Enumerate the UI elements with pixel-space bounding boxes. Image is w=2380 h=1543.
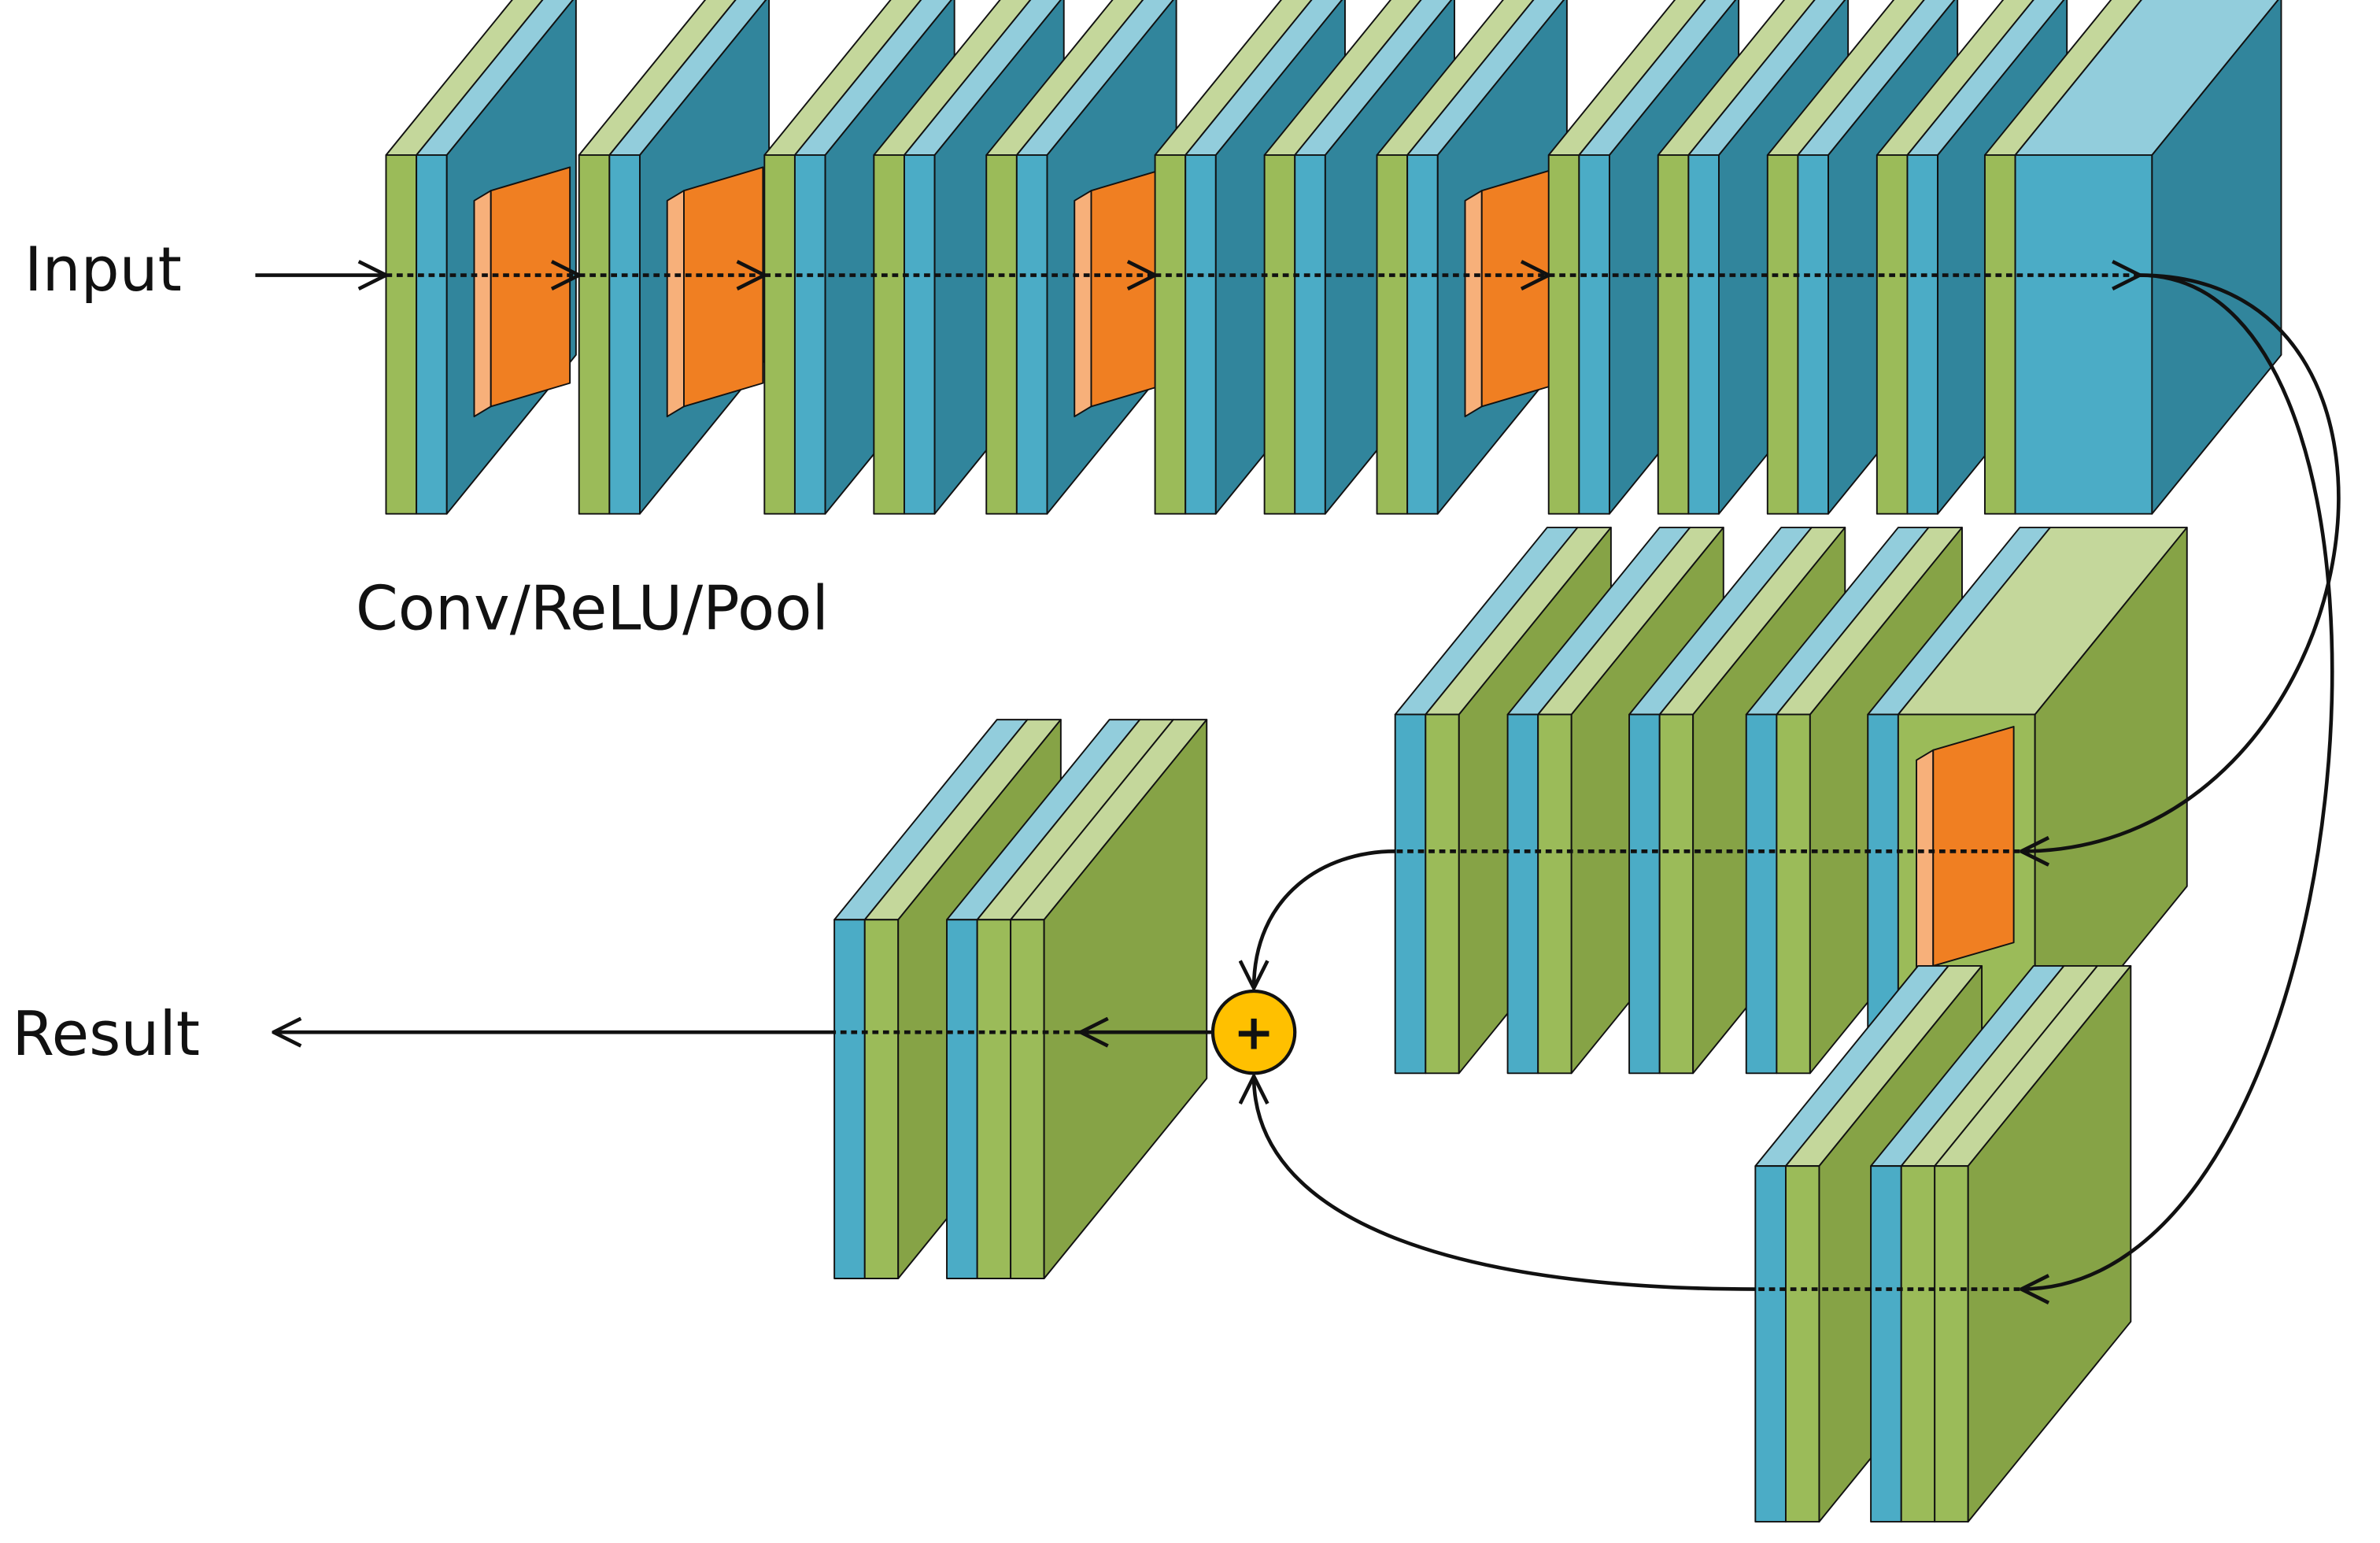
slab-front xyxy=(1785,1165,1820,1523)
sum-node: + xyxy=(1210,989,1297,1075)
slab-front xyxy=(863,919,900,1279)
skip-to-sum xyxy=(1254,1076,1756,1291)
slab-front xyxy=(416,154,448,515)
slab-front xyxy=(1776,713,1811,1075)
layer-blocks xyxy=(385,0,2282,1523)
encoder-block xyxy=(985,0,1177,515)
slab-front xyxy=(1010,919,1045,1279)
pool-edge xyxy=(1074,190,1092,418)
slab-front xyxy=(1870,1165,1902,1523)
slab-front xyxy=(946,919,978,1279)
result-label: Result xyxy=(12,999,200,1070)
slab-front xyxy=(1537,713,1572,1075)
slab-front xyxy=(578,154,611,515)
connectors xyxy=(255,273,2341,1291)
slab-front xyxy=(1294,154,1326,515)
input-label: Input xyxy=(24,235,182,305)
block-side xyxy=(2151,0,2282,515)
slab-front xyxy=(1745,713,1778,1075)
curve-to-skip xyxy=(2021,273,2334,1290)
pool-edge xyxy=(1916,749,1935,977)
slab-front xyxy=(1154,154,1187,515)
encoder-block xyxy=(578,0,771,515)
slab-front xyxy=(1797,154,1830,515)
decoder-block xyxy=(1867,527,2188,1075)
slab-front xyxy=(985,154,1018,515)
pool-face xyxy=(1932,726,2015,967)
encoder-block xyxy=(1983,0,2282,515)
output-block xyxy=(946,719,1208,1279)
pool-edge xyxy=(1464,190,1483,418)
slab-front xyxy=(1376,154,1409,515)
slab-front xyxy=(1628,713,1661,1075)
slab-front xyxy=(1578,154,1610,515)
slab-front xyxy=(1754,1165,1787,1523)
slab-front xyxy=(1506,713,1539,1075)
slab-front xyxy=(1766,154,1799,515)
decoder-to-sum xyxy=(1254,849,1395,988)
layer-caption: Conv/ReLU/Pool xyxy=(356,573,829,644)
slab-front xyxy=(763,154,796,515)
pool-face xyxy=(683,166,764,408)
slab-front xyxy=(1934,1165,1969,1523)
pool-face xyxy=(490,166,571,408)
slab-front xyxy=(793,154,826,515)
slab-front xyxy=(873,154,905,515)
block-side xyxy=(1967,964,2132,1523)
slab-front xyxy=(1394,713,1427,1075)
block-side xyxy=(1043,719,1208,1279)
slab-front xyxy=(608,154,641,515)
block-side xyxy=(2034,527,2188,1075)
slab-front xyxy=(1876,154,1909,515)
sum-symbol: + xyxy=(1233,1004,1274,1060)
pool-edge xyxy=(473,190,492,418)
slab-front xyxy=(2014,154,2153,515)
slab-front xyxy=(1906,154,1939,515)
slab-front xyxy=(1658,713,1694,1075)
pool-edge xyxy=(666,190,685,418)
curve-to-decoder xyxy=(2021,273,2341,852)
slab-front xyxy=(1425,713,1460,1075)
encoder-block xyxy=(1376,0,1568,515)
slab-front xyxy=(976,919,1012,1279)
slab-front xyxy=(1547,154,1580,515)
slab-front xyxy=(1184,154,1217,515)
encoder-block xyxy=(385,0,577,515)
slab-front xyxy=(385,154,418,515)
slab-front xyxy=(1983,154,2016,515)
skip-block xyxy=(1870,964,2132,1523)
slab-front xyxy=(1657,154,1690,515)
slab-front xyxy=(904,154,936,515)
slab-front xyxy=(1406,154,1439,515)
plus-circle-icon xyxy=(1210,989,1297,1075)
slab-front xyxy=(1687,154,1720,515)
slab-front xyxy=(833,919,866,1279)
slab-front xyxy=(1900,1165,1936,1523)
slab-front xyxy=(1015,154,1048,515)
slab-front xyxy=(1263,154,1296,515)
